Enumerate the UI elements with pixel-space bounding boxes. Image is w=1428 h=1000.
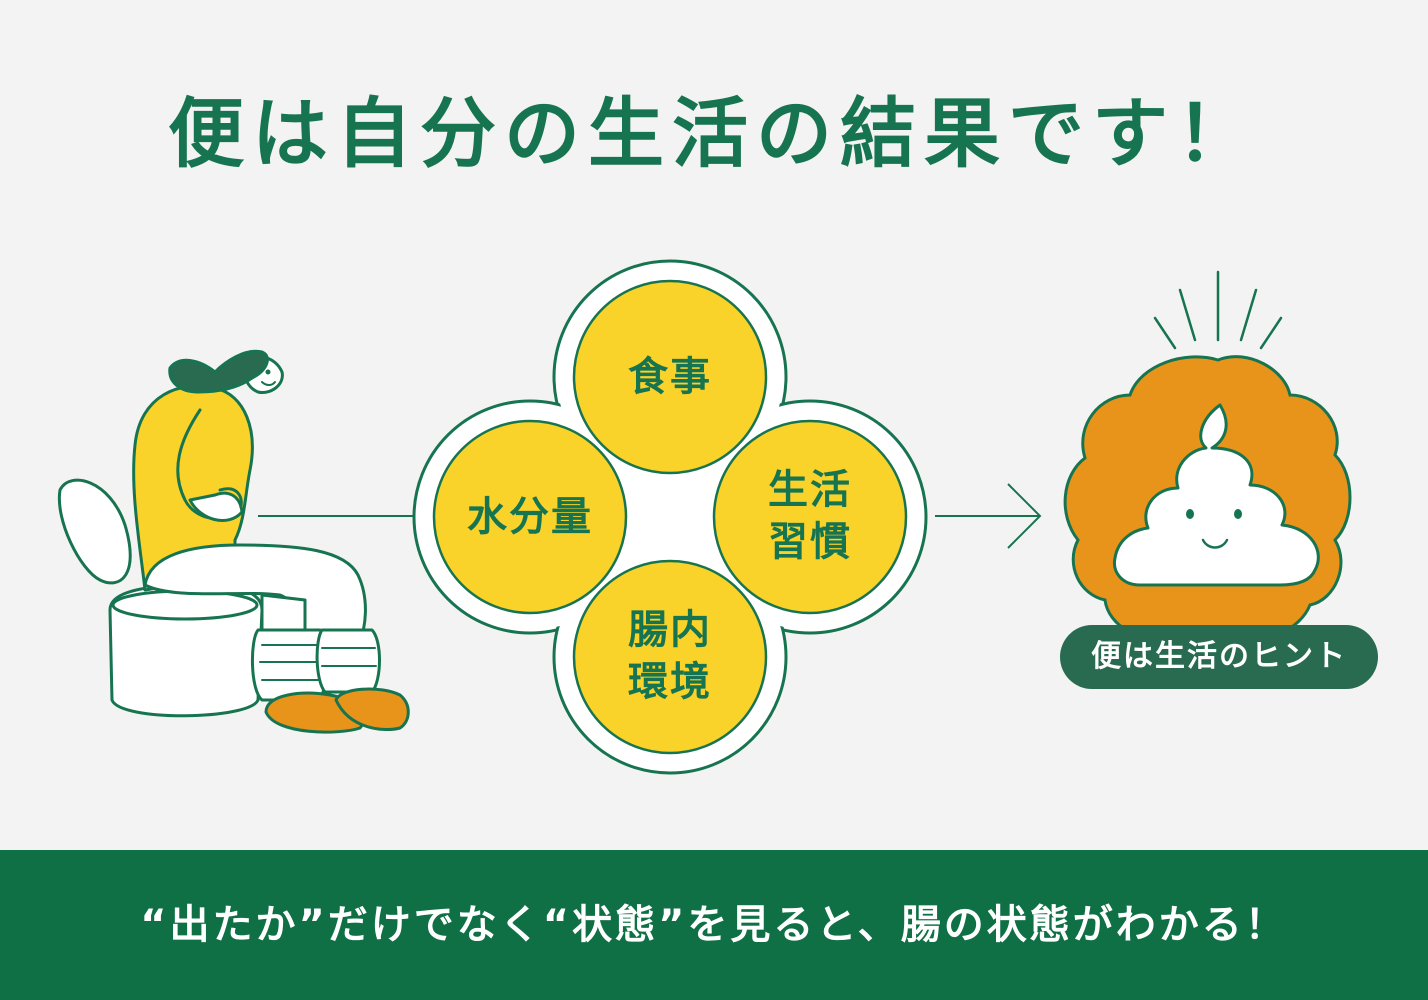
person-on-toilet-illustration — [57, 349, 410, 734]
hint-badge: 便は生活のヒント — [1060, 625, 1378, 689]
factor-circle-water — [432, 419, 628, 615]
factor-habits-line1: 生活 — [768, 467, 852, 513]
factors-cluster — [412, 259, 928, 775]
factor-gut-line1: 腸内 — [628, 607, 712, 653]
factor-circle-habits — [712, 419, 908, 615]
factor-habits-line2: 習慣 — [768, 519, 852, 565]
factor-label-meal: 食事 — [570, 351, 770, 403]
factor-label-habits: 生活 習慣 — [710, 464, 910, 568]
factor-circle-gut — [572, 559, 768, 755]
factor-label-water: 水分量 — [430, 491, 630, 543]
illustration-scene — [57, 259, 1352, 775]
factor-gut-line2: 環境 — [628, 659, 712, 705]
arrow-right-icon — [935, 483, 1042, 549]
factor-label-gut: 腸内 環境 — [570, 604, 770, 708]
footer-banner: “出たか”だけでなく“状態”を見ると、腸の状態がわかる！ — [0, 850, 1428, 1000]
footer-text: “出たか”だけでなく“状態”を見ると、腸の状態がわかる！ — [140, 902, 1288, 948]
factor-water-text: 水分量 — [467, 494, 593, 540]
page-title: 便は自分の生活の結果です！ — [168, 89, 1260, 178]
factor-circle-meal — [572, 279, 768, 475]
factor-meal-text: 食事 — [628, 354, 712, 400]
smiling-poop-illustration — [1063, 270, 1352, 652]
